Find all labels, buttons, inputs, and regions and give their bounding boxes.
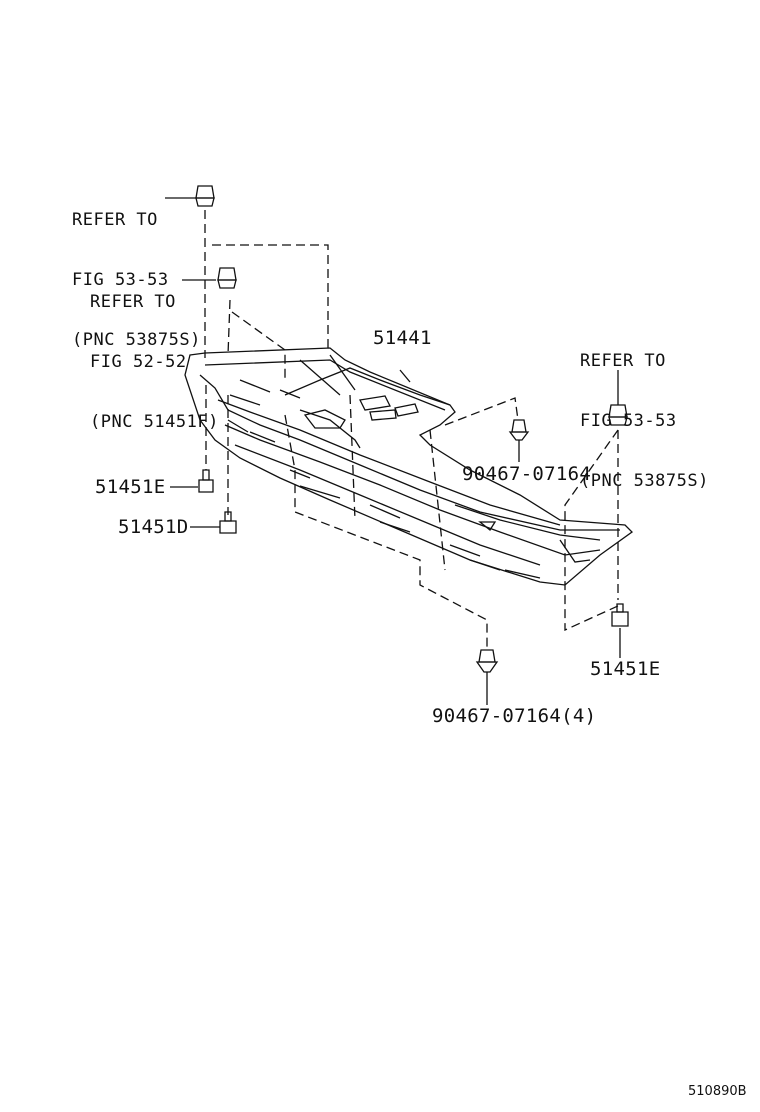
callout-line: (PNC 53875S)	[580, 471, 709, 491]
callout-line: REFER TO	[580, 351, 666, 371]
bolt-icon	[219, 511, 237, 534]
part-number-clip-mid: 90467-07164	[462, 463, 592, 485]
callout-refer-mid: REFER TO FIG 52-52 (PNC 51451F)	[90, 252, 219, 452]
callout-line: FIG 53-53	[72, 270, 169, 290]
push-clip-icon	[508, 419, 530, 446]
callout-line: (PNC 53875S)	[72, 330, 201, 350]
bolt-icon	[611, 603, 629, 627]
figure-code: 510890B	[688, 1084, 747, 1099]
push-clip-icon	[475, 649, 499, 675]
engine-under-cover	[184, 347, 634, 586]
part-number-clip-bottom: 90467-07164(4)	[432, 705, 597, 727]
part-number-bolt-left-e: 51451E	[95, 476, 166, 498]
callout-line: FIG 53-53	[580, 411, 677, 431]
clip-icon	[195, 185, 215, 207]
callout-line: REFER TO	[72, 210, 158, 230]
callout-refer-right: REFER TO FIG 53-53 (PNC 53875S)	[580, 311, 709, 511]
clip-icon	[217, 267, 237, 289]
callout-leaders	[165, 197, 621, 705]
part-number-cover: 51441	[373, 327, 432, 349]
callout-line: (PNC 51451F)	[90, 412, 219, 432]
assembly-guide-lines	[204, 210, 621, 650]
part-number-bolt-left-d: 51451D	[118, 516, 189, 538]
callout-line: REFER TO	[90, 292, 176, 312]
clip-icon	[608, 404, 628, 426]
callout-line: FIG 52-52	[90, 352, 187, 372]
callout-refer-top: REFER TO FIG 53-53 (PNC 53875S)	[72, 170, 201, 370]
bolt-icon	[198, 469, 214, 493]
part-number-bolt-right-e: 51451E	[590, 658, 661, 680]
